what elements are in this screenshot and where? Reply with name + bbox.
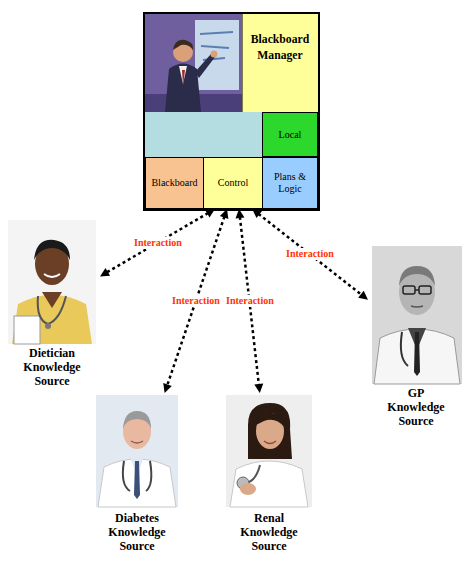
edge-label: Interaction bbox=[170, 295, 222, 307]
edge-label: Interaction bbox=[132, 237, 184, 249]
interaction-connector bbox=[258, 214, 361, 295]
knowledge-source: GP Knowledge Source bbox=[368, 244, 464, 431]
component-cell: Blackboard bbox=[145, 157, 204, 209]
interaction-connector bbox=[107, 213, 208, 272]
edge-label: Interaction bbox=[284, 248, 336, 260]
renal-photo bbox=[226, 395, 312, 507]
arrowhead bbox=[254, 384, 263, 393]
title-panel bbox=[242, 14, 318, 112]
arrowhead bbox=[358, 291, 368, 300]
edge-label: Interaction bbox=[224, 295, 276, 307]
component-cell: Plans & Logic bbox=[262, 157, 318, 209]
knowledge-source: Renal Knowledge Source bbox=[222, 393, 316, 556]
arrowhead bbox=[100, 268, 110, 276]
manager-box: Blackboard ManagerLocalBlackboard Control… bbox=[143, 12, 320, 211]
cell-label: Local bbox=[279, 129, 302, 141]
cell-label: Blackboard bbox=[151, 177, 197, 189]
diabetes-photo bbox=[96, 395, 178, 507]
cell-label: Plans & Logic bbox=[265, 171, 315, 195]
title-cell: Blackboard Manager bbox=[242, 14, 318, 112]
component-cell: Control bbox=[203, 157, 263, 209]
source-label: Dietician Knowledge Source bbox=[12, 346, 92, 388]
box-title: Blackboard Manager bbox=[242, 32, 318, 64]
empty-cell bbox=[145, 112, 262, 157]
source-label: Diabetes Knowledge Source bbox=[99, 511, 175, 553]
component-cell: Local bbox=[262, 112, 318, 157]
dietician-photo bbox=[8, 220, 96, 344]
arrowhead bbox=[163, 383, 172, 393]
gp-photo bbox=[372, 246, 462, 384]
manager-illustration bbox=[145, 14, 242, 112]
source-label: Renal Knowledge Source bbox=[231, 511, 307, 553]
knowledge-source: Diabetes Knowledge Source bbox=[92, 393, 182, 556]
cell-label: Control bbox=[218, 177, 249, 189]
source-label: GP Knowledge Source bbox=[380, 386, 452, 428]
knowledge-source: Dietician Knowledge Source bbox=[4, 218, 100, 391]
